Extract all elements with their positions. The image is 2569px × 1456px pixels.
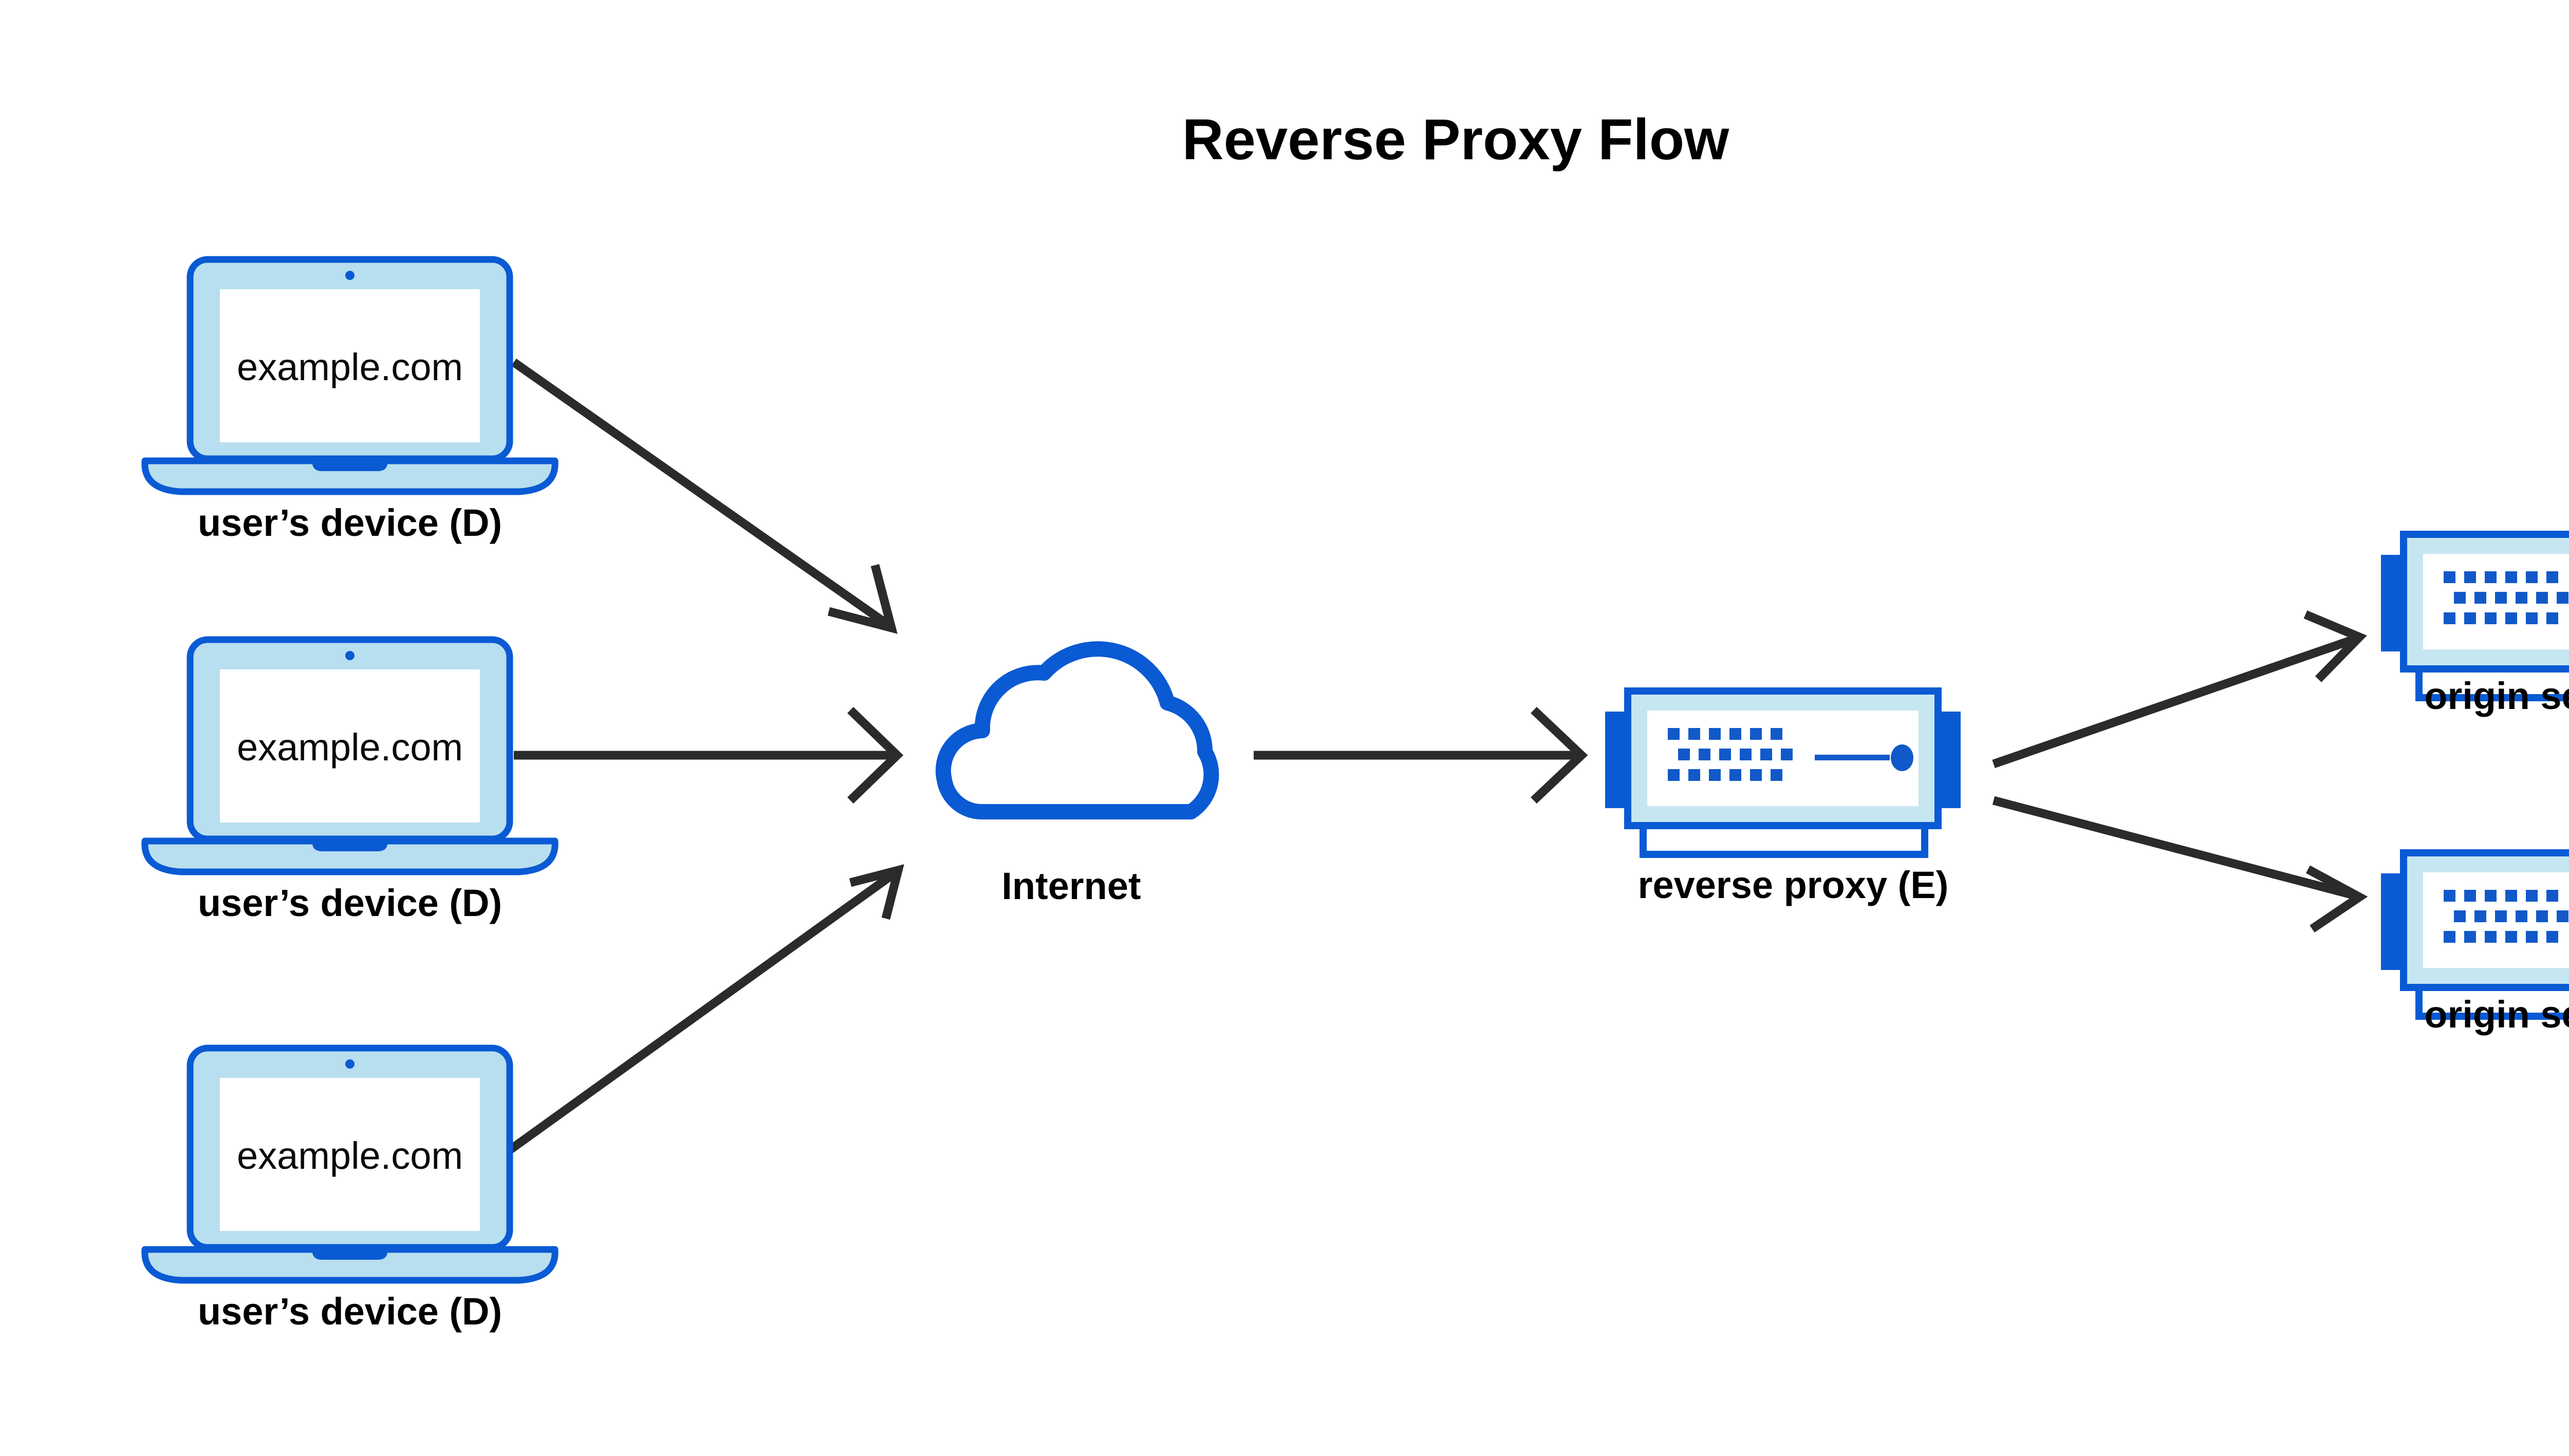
client-screen-text: example.com xyxy=(237,726,463,769)
client-label: user’s device (D) xyxy=(198,501,502,544)
server-icon xyxy=(2381,534,2569,698)
cloud-label: Internet xyxy=(1001,865,1141,907)
server-icon xyxy=(2381,853,2569,1016)
page-title: Reverse Proxy Flow xyxy=(1182,107,1729,172)
node-client-top[interactable]: example.com user’s device (D) xyxy=(145,259,555,544)
cloud-icon xyxy=(943,649,1212,812)
arrow-client-top-to-cloud xyxy=(511,359,898,634)
client-label: user’s device (D) xyxy=(198,1290,502,1333)
arrow-proxy-to-origin-top xyxy=(1992,610,2367,769)
origin-label: origin server (F) xyxy=(2424,993,2569,1036)
client-screen-text: example.com xyxy=(237,1134,463,1177)
connector-layer xyxy=(506,359,2368,1154)
node-internet-cloud[interactable]: Internet xyxy=(943,649,1212,907)
node-origin-top[interactable]: origin server (F) xyxy=(2381,534,2569,717)
arrow-client-middle-to-cloud xyxy=(514,706,904,804)
proxy-label: reverse proxy (E) xyxy=(1638,864,1949,906)
server-icon xyxy=(1605,691,1961,854)
node-client-bottom[interactable]: example.com user’s device (D) xyxy=(145,1048,555,1333)
arrow-client-bottom-to-cloud xyxy=(506,864,904,1154)
arrow-cloud-to-proxy xyxy=(1254,706,1588,804)
node-reverse-proxy[interactable]: reverse proxy (E) xyxy=(1605,691,1961,906)
arrow-proxy-to-origin-bottom xyxy=(1992,796,2368,933)
node-client-middle[interactable]: example.com user’s device (D) xyxy=(145,640,555,924)
origin-label: origin server (F) xyxy=(2424,675,2569,717)
node-origin-bottom[interactable]: origin server (F) xyxy=(2381,853,2569,1036)
client-screen-text: example.com xyxy=(237,346,463,388)
client-label: user’s device (D) xyxy=(198,882,502,924)
